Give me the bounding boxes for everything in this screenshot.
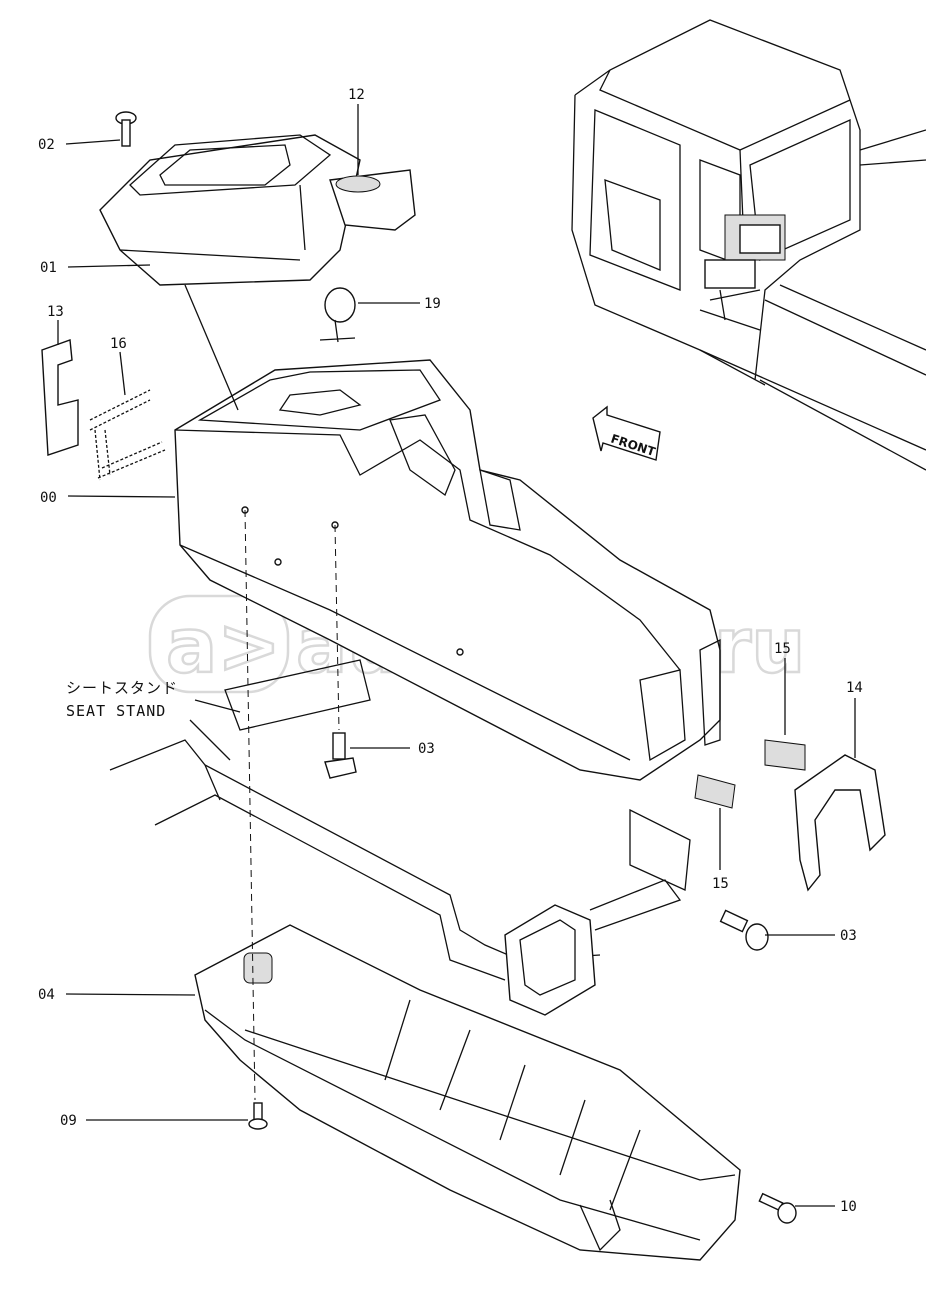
part-04-under-cover [194,924,741,1261]
part-14-bracket [794,754,886,892]
seat-stand-jp: シートスタンド [66,679,178,697]
seat-stand-en: SEAT STAND [66,702,166,720]
part-09-screw [248,1102,268,1130]
part-15-pad-upper [764,739,806,771]
label-09: 09 [60,1113,77,1129]
label-13: 13 [47,304,64,320]
part-02-screw [115,111,137,147]
seat-stand-caption: シートスタンド SEAT STAND [66,679,178,720]
label-02: 02 [38,137,55,153]
part-15-pad-lower [694,774,736,809]
part-13-bracket [41,339,79,456]
cab-illustration [571,19,926,471]
part-03-bolt-upper [324,732,357,779]
label-10: 10 [840,1199,857,1215]
label-04: 04 [38,987,55,1003]
label-00: 00 [40,490,57,506]
part-10-screw [758,1192,797,1224]
label-03-lower: 03 [840,928,857,944]
part-03-bolt-lower [719,909,769,951]
label-01: 01 [40,260,57,276]
part-01-cover [99,134,416,286]
part-00-console [174,359,721,781]
seat-stand-frame [109,659,691,1016]
part-19-clamp [319,287,356,343]
part-labels: 02 01 12 19 13 16 00 03 15 14 15 03 04 0… [38,87,863,1215]
label-19: 19 [424,296,441,312]
label-15-upper: 15 [774,641,791,657]
svg-text:a>: a> [166,601,281,690]
label-14: 14 [846,680,863,696]
leader-lines [57,104,856,1207]
assembly-lines [184,284,631,1101]
front-arrow: FRONT [592,405,661,461]
label-15-lower: 15 [712,876,729,892]
part-16-seal [89,389,166,481]
label-12: 12 [348,87,365,103]
label-16: 16 [110,336,127,352]
label-03-upper: 03 [418,741,435,757]
